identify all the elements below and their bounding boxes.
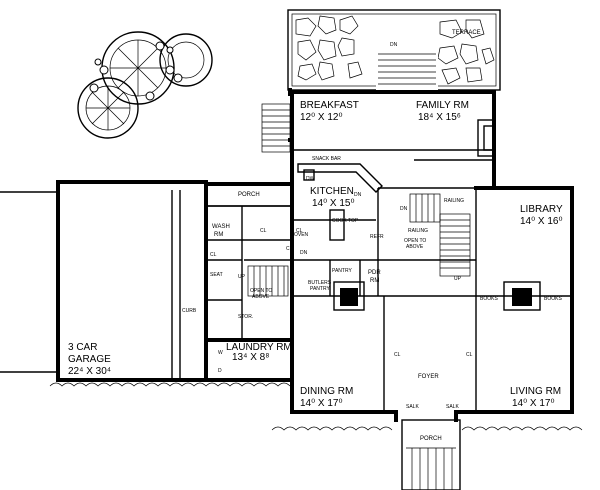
- pantry-label: PANTRY: [332, 268, 352, 274]
- washer-label: W: [218, 350, 223, 356]
- cl-garage-label: CL: [210, 252, 217, 258]
- open-above-laundry-2: ABOVE: [252, 294, 270, 300]
- wash-name-1: WASH: [212, 224, 230, 230]
- stor-label: STOR.: [238, 314, 253, 320]
- salk-right-label: SALK: [446, 404, 459, 410]
- laundry-size: 13⁴ X 8⁸: [232, 352, 269, 363]
- room-labels: BREAKFAST 12⁰ X 12⁰ FAMILY RM 18⁴ X 15⁶ …: [68, 100, 563, 442]
- hall-dn-label: DN: [300, 250, 308, 256]
- main-up-label: UP: [454, 276, 462, 282]
- driveway: [0, 191, 58, 373]
- laundry-stairs: [247, 265, 289, 297]
- laundry-name: LAUNDRY RM: [226, 342, 292, 353]
- cl-laundry-label: CL: [286, 246, 293, 252]
- stair-dn-label: DN: [400, 206, 408, 212]
- hedges: [49, 382, 583, 431]
- family-dn-label: DN: [354, 192, 362, 198]
- butlers-label-2: PANTRY: [310, 286, 330, 292]
- kitchen-size: 14⁰ X 15⁰: [312, 198, 355, 209]
- kitchen-name: KITCHEN: [310, 186, 354, 197]
- open-above-laundry-1: OPEN TO: [250, 288, 272, 294]
- cl-kitchen-label: CL: [296, 228, 303, 234]
- books-2-label: BOOKS: [544, 296, 562, 302]
- living-size: 14⁰ X 17⁰: [512, 398, 555, 409]
- railing-1-label: RAILING: [444, 198, 464, 204]
- porch-front-name: PORCH: [420, 436, 442, 442]
- dining-size: 14⁰ X 17⁰: [300, 398, 343, 409]
- curb-label: CURB: [182, 308, 197, 314]
- garage-size: 22⁴ X 30⁴: [68, 366, 111, 377]
- porches: [205, 183, 461, 490]
- dw-label: DW: [306, 176, 315, 182]
- salk-left-label: SALK: [406, 404, 419, 410]
- breakfast-name: BREAKFAST: [300, 100, 359, 111]
- terrace-dn-label: DN: [390, 42, 398, 48]
- family-size: 18⁴ X 15⁶: [418, 112, 461, 123]
- open-above-main-1: OPEN TO: [404, 238, 426, 244]
- terrace-label: TERRACE: [452, 30, 481, 36]
- fireplaces: [333, 119, 541, 311]
- cl-foyer-right-label: CL: [466, 352, 473, 358]
- garage-name-1: 3 CAR: [68, 342, 97, 353]
- dryer-label: D: [218, 368, 222, 374]
- kitchen-fixtures: [297, 163, 383, 241]
- porch-side-name: PORCH: [238, 192, 260, 198]
- library-name: LIBRARY: [520, 204, 563, 215]
- cl-foyer-left-label: CL: [394, 352, 401, 358]
- breakfast-size: 12⁰ X 12⁰: [300, 112, 343, 123]
- landscape-trees: [77, 31, 213, 139]
- cook-top-label: COOK TOP: [332, 218, 359, 224]
- snack-bar-label: SNACK BAR: [312, 156, 341, 162]
- dining-name: DINING RM: [300, 386, 353, 397]
- open-above-main-2: ABOVE: [406, 244, 424, 250]
- library-size: 14⁰ X 16⁰: [520, 216, 563, 227]
- terrace: TERRACE DN: [287, 9, 501, 91]
- refr-label: REFR: [370, 234, 384, 240]
- foyer-name: FOYER: [418, 374, 439, 380]
- pdr-name-2: RM: [370, 278, 379, 284]
- living-name: LIVING RM: [510, 386, 561, 397]
- oven-label: OVEN: [294, 232, 309, 238]
- interior-walls: [171, 149, 572, 412]
- family-name: FAMILY RM: [416, 100, 469, 111]
- railing-2-label: RAILING: [408, 228, 428, 234]
- books-1-label: BOOKS: [480, 296, 498, 302]
- main-stairs: [409, 193, 471, 277]
- laundry-up-label: UP: [238, 274, 246, 280]
- wash-name-2: RM: [214, 232, 223, 238]
- annotations: DN DN DN UP UP SNACK BAR COOK TOP OVEN R…: [182, 156, 562, 410]
- butlers-label-1: BUTLERS: [308, 280, 332, 286]
- garage-name-2: GARAGE: [68, 354, 111, 365]
- breakfast-stairs: [261, 103, 291, 153]
- pdr-name-1: PDR: [368, 270, 381, 276]
- exterior-walls: [56, 88, 574, 422]
- seat-label: SEAT: [210, 272, 223, 278]
- cl-wash-label: CL: [260, 228, 267, 234]
